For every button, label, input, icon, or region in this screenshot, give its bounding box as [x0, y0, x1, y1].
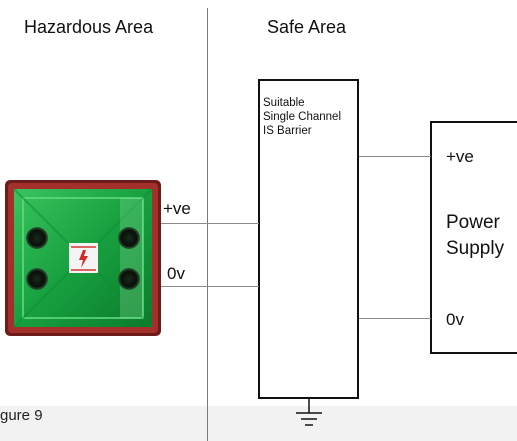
is-barrier-line-3: IS Barrier	[263, 125, 312, 137]
psu-positive-label: +ve	[446, 147, 474, 166]
figure-caption: gure 9	[0, 407, 43, 424]
green-square-beacon-icon	[5, 180, 161, 336]
area-divider	[207, 8, 208, 441]
psu-title-line-2: Supply	[446, 238, 505, 259]
is-barrier-box	[258, 79, 359, 399]
psu-title-line-1: Power	[446, 212, 500, 233]
is-barrier-label: Suitable Single Channel IS Barrier	[263, 96, 341, 138]
ground-symbol-icon	[296, 399, 322, 426]
beacon-positive-label: +ve	[163, 199, 191, 218]
wire-psu-negative	[359, 318, 431, 319]
wire-beacon-negative	[158, 286, 259, 287]
is-barrier-line-1: Suitable	[263, 97, 305, 109]
footer-band	[0, 406, 517, 441]
power-supply-box	[430, 121, 517, 354]
psu-negative-label: 0v	[446, 310, 464, 329]
hazardous-area-title: Hazardous Area	[24, 17, 154, 37]
is-barrier-line-2: Single Channel	[263, 111, 342, 123]
psu-title: Power Supply	[446, 210, 504, 262]
wire-beacon-positive	[158, 223, 259, 224]
beacon-negative-label: 0v	[167, 264, 185, 283]
safe-area-title: Safe Area	[267, 17, 347, 37]
wire-psu-positive	[359, 156, 431, 157]
